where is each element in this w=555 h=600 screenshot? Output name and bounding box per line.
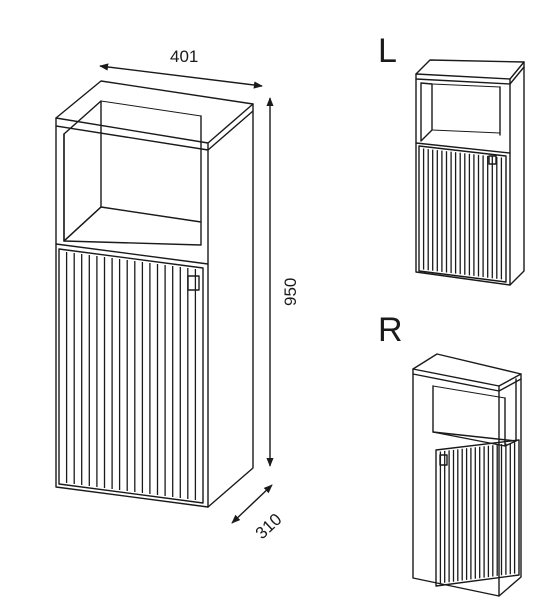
right-door-handle [439,454,448,466]
left-open-shelf [420,82,433,142]
left-door-handle [488,155,497,165]
main-shelf-board [63,206,202,246]
height-dimension: 950 [266,97,300,467]
main-door-slats [65,252,197,500]
depth-label: 310 [252,510,286,543]
depth-dimension: 310 [231,484,286,543]
right-front-frame [412,373,500,597]
right-top-slab [412,353,522,387]
main-front-frame [55,125,209,508]
left-variant-label: L [378,32,397,70]
right-variant-cabinet [412,353,522,597]
left-variant-cabinet [415,59,525,286]
main-door-handle [187,275,200,291]
main-door [58,248,204,504]
left-front-frame [415,78,511,286]
main-side-panel [207,110,254,508]
depth-dimension-line [231,484,273,524]
right-variant-label: R [378,311,403,349]
main-cabinet [55,80,254,508]
width-label: 401 [170,47,198,66]
right-side-panel [498,378,522,597]
main-top-slab-thickness [55,103,254,151]
right-door-slats [439,442,516,584]
height-label: 950 [281,278,300,306]
left-top-slab [415,59,525,80]
width-dimension: 401 [99,47,263,89]
left-door [418,145,507,283]
width-dimension-line [99,63,263,89]
main-top-slab [55,80,254,144]
right-door [435,439,520,587]
left-door-slats [422,148,503,280]
left-side-panel [509,66,525,286]
